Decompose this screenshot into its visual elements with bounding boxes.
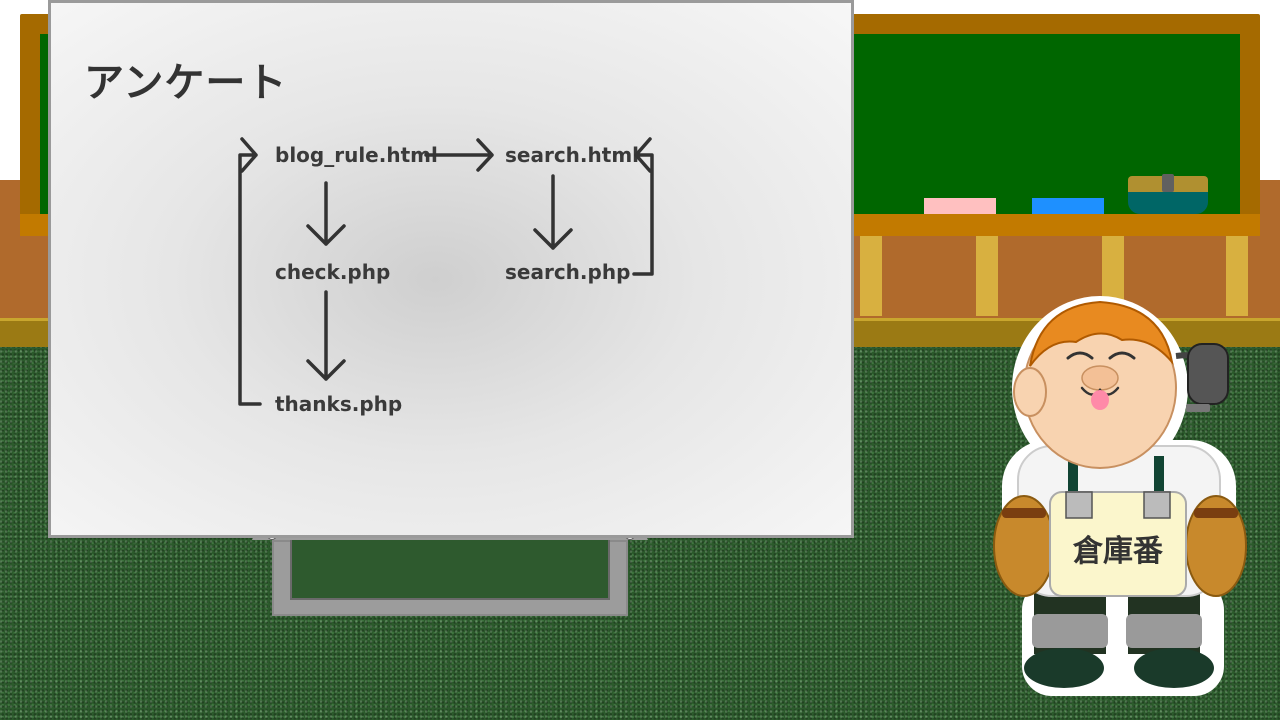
node-search-php: search.php — [505, 260, 631, 284]
pink-chalk — [924, 198, 996, 214]
stand-opening — [290, 540, 610, 600]
headset-icon — [1187, 343, 1229, 405]
node-check: check.php — [275, 260, 391, 284]
node-thanks: thanks.php — [275, 392, 403, 416]
whiteboard-title: アンケート — [84, 60, 288, 106]
whiteboard — [48, 0, 854, 538]
node-blog-rule: blog_rule.html — [275, 143, 438, 167]
blue-chalk — [1032, 198, 1104, 214]
eraser-icon — [1128, 174, 1208, 214]
badge-label: 倉庫番 — [1072, 534, 1164, 569]
node-search-html: search.html — [505, 143, 640, 167]
wall-panels — [860, 236, 1280, 316]
warehouse-keeper-character: 倉庫番 — [993, 296, 1247, 696]
